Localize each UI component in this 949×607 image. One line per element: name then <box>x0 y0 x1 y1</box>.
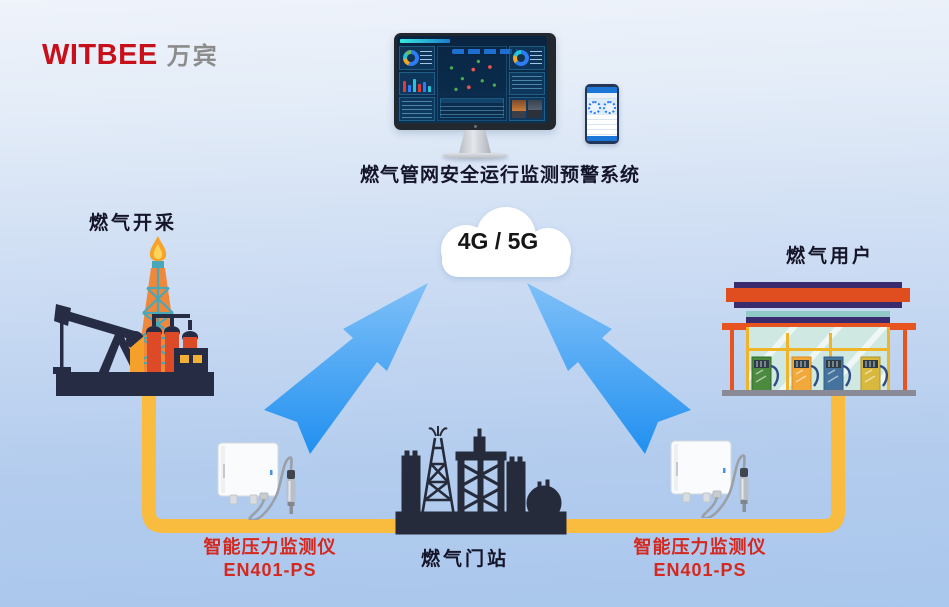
users-label: 燃气用户 <box>785 246 874 267</box>
brand-cn: 万宾 <box>166 43 219 70</box>
pressure-sensor-left-icon <box>217 442 296 520</box>
stats-table-left <box>399 97 435 122</box>
dashboard-right-column <box>509 46 545 122</box>
map-panel <box>437 46 518 121</box>
camera-thumbnails <box>509 97 545 122</box>
cloud-label: 4G / 5G <box>457 228 539 254</box>
monitor-icon <box>394 33 556 159</box>
sensor-left-label: 智能压力监测仪 EN401-PS <box>190 536 350 583</box>
alarm-table <box>440 98 504 118</box>
monitor-base <box>442 152 508 159</box>
dashboard-screen <box>397 36 547 123</box>
map-markers <box>440 55 504 98</box>
sensor-right-model: EN401-PS <box>653 560 747 581</box>
dashboard-titlebar <box>400 38 544 44</box>
donut-chart-right <box>509 46 545 70</box>
sensor-left-name: 智能压力监测仪 <box>203 537 337 557</box>
dashboard-buttons <box>452 49 518 54</box>
stats-table-right <box>509 71 545 96</box>
cloud-icon: 4G / 5G <box>424 202 586 282</box>
logo: WITBEE 万宾 <box>42 36 219 72</box>
monitor-frame <box>394 33 556 130</box>
sensor-right-name: 智能压力监测仪 <box>633 537 767 557</box>
pressure-sensor-right-icon <box>670 440 749 518</box>
monitor-stand <box>459 130 491 153</box>
brand-wordmark: WITBEE <box>42 39 158 71</box>
oil-rig-icon <box>53 236 214 396</box>
phone-icon <box>585 84 619 144</box>
dashboard-left-column <box>399 46 435 122</box>
sensor-right-label: 智能压力监测仪 EN401-PS <box>620 536 780 583</box>
extraction-label: 燃气开采 <box>88 213 177 234</box>
arrow-up-right-icon <box>527 283 691 454</box>
sensor-left-model: EN401-PS <box>223 560 317 581</box>
bar-chart <box>399 71 435 96</box>
gate-station-label: 燃气门站 <box>420 549 509 570</box>
phone-app-screen <box>587 87 617 141</box>
gas-station-icon <box>722 282 916 396</box>
arrow-up-left-icon <box>264 283 428 454</box>
system-title: 燃气管网安全运行监测预警系统 <box>359 165 640 186</box>
gate-station-icon <box>395 426 567 535</box>
donut-chart-left <box>399 46 435 70</box>
